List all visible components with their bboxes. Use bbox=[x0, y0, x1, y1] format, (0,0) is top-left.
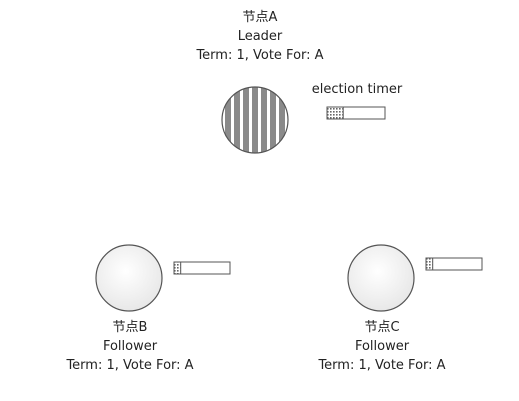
timer-bar-fill bbox=[174, 262, 181, 274]
follower-node-circle bbox=[347, 244, 415, 312]
node-a-label: 节点A Leader Term: 1, Vote For: A bbox=[150, 10, 370, 67]
node-name: 节点C bbox=[364, 320, 400, 335]
leader-node-circle bbox=[221, 86, 289, 154]
election-timer-a bbox=[326, 106, 386, 120]
timer-bar-outline bbox=[425, 257, 483, 271]
node-status: Term: 1, Vote For: A bbox=[318, 358, 446, 373]
node-role: Follower bbox=[102, 339, 158, 354]
node-c bbox=[347, 244, 415, 312]
node-b-label: 节点B Follower Term: 1, Vote For: A bbox=[20, 320, 240, 377]
node-b bbox=[95, 244, 163, 312]
node-role: Follower bbox=[354, 339, 410, 354]
node-status: Term: 1, Vote For: A bbox=[66, 358, 194, 373]
node-a bbox=[221, 86, 289, 154]
election-timer-c bbox=[425, 257, 483, 271]
node-name: 节点A bbox=[242, 10, 278, 25]
election-timer-caption: election timer bbox=[311, 82, 403, 97]
node-role: Leader bbox=[237, 29, 283, 44]
timer-bar-fill bbox=[327, 107, 343, 119]
node-status: Term: 1, Vote For: A bbox=[196, 48, 324, 63]
node-c-label: 节点C Follower Term: 1, Vote For: A bbox=[272, 320, 492, 377]
election-timer-b bbox=[173, 261, 231, 275]
timer-bar-outline bbox=[173, 261, 231, 275]
node-name: 节点B bbox=[112, 320, 148, 335]
timer-bar-fill bbox=[426, 258, 433, 270]
follower-node-circle bbox=[95, 244, 163, 312]
